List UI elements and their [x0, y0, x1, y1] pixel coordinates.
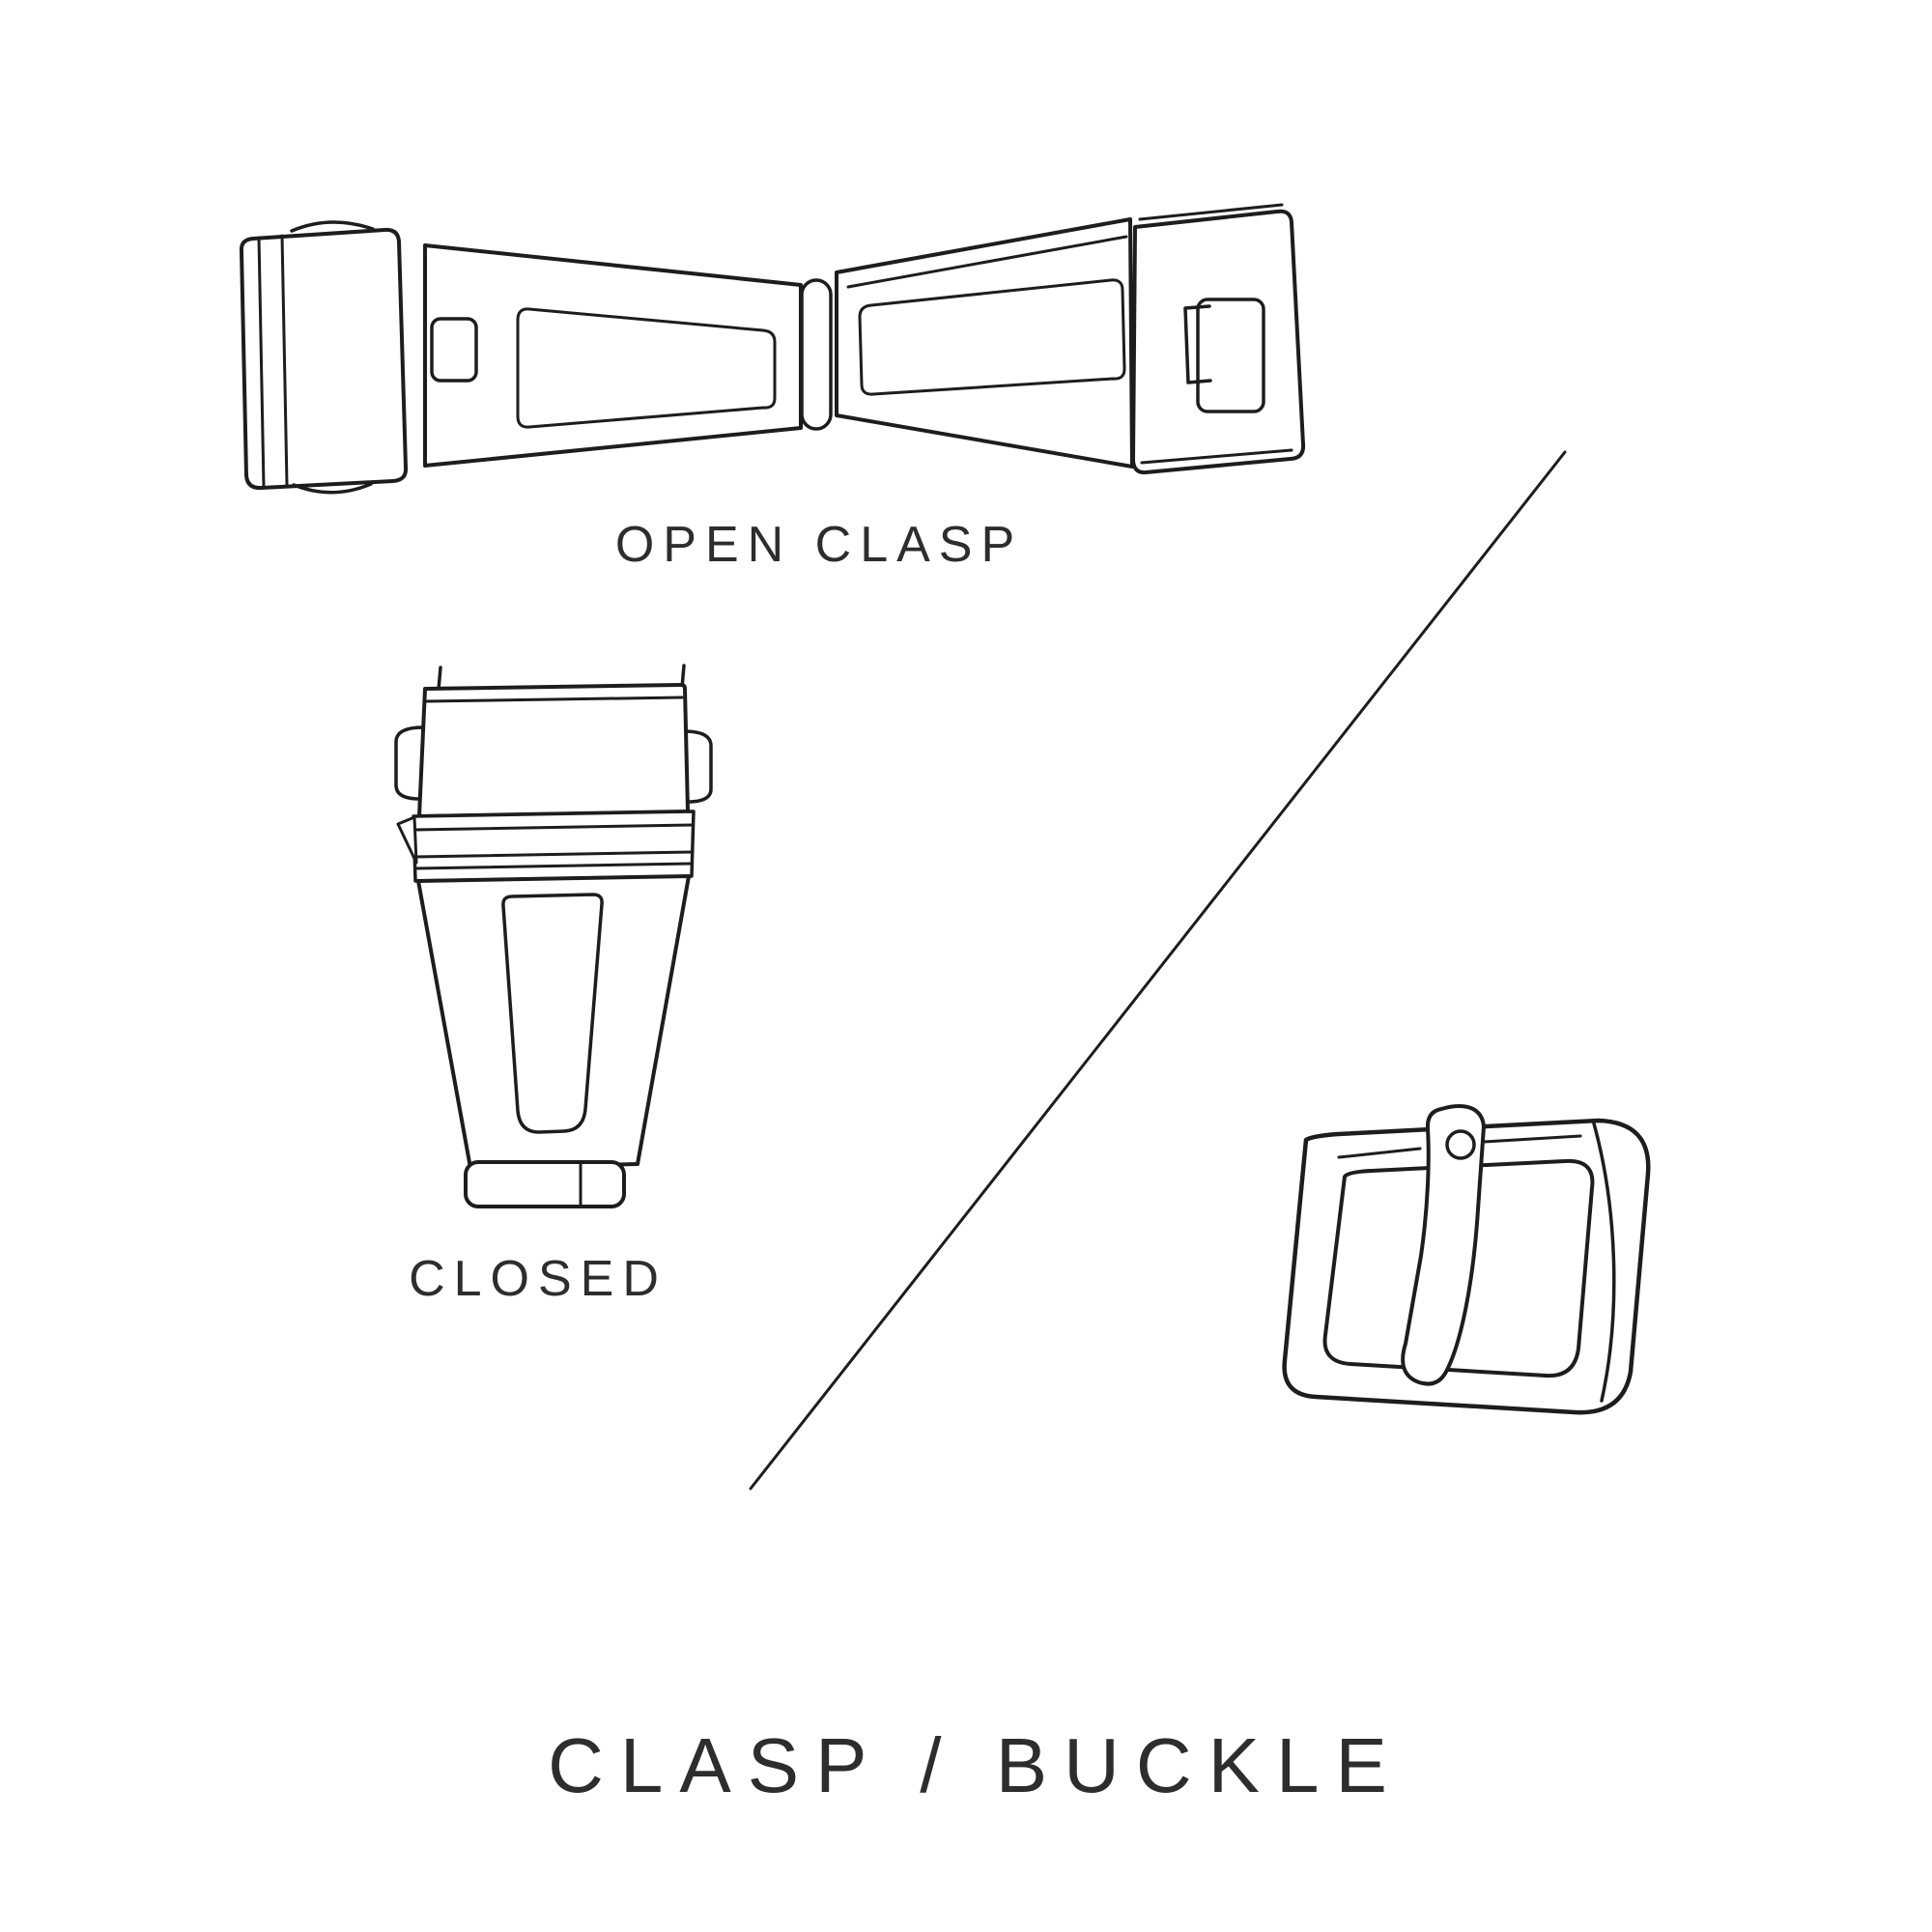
buckle-spring-bar-right	[1482, 1134, 1582, 1144]
open-clasp-left-link-fold-line2	[280, 234, 289, 487]
closed-clasp-band-line-3	[413, 862, 694, 870]
buckle-illustration	[1282, 1104, 1651, 1415]
open-clasp-left-blade	[423, 243, 803, 468]
open-clasp-latch-notch	[430, 317, 478, 383]
closed-clasp-left-fold	[396, 815, 418, 865]
open-clasp-right-blade	[835, 217, 1134, 469]
open-clasp-right-blade-flap-line	[846, 235, 1128, 289]
closed-clasp-left-ear	[394, 725, 425, 801]
open-clasp-right-plate-top-step	[1138, 203, 1284, 221]
buckle-tang	[1401, 1104, 1486, 1386]
open-clasp-center-hinge	[800, 278, 833, 431]
closed-clasp-end-bar	[464, 1160, 626, 1208]
closed-clasp-left-prong	[437, 666, 442, 692]
closed-clasp-top-cover	[417, 683, 690, 818]
closed-clasp-top-cover-seam	[424, 696, 684, 703]
open-clasp-left-link-bottom-tab	[292, 482, 373, 495]
open-clasp-left-link-top-tab	[290, 220, 375, 233]
open-clasp-right-plate-slot	[1196, 298, 1265, 413]
open-clasp-illustration	[239, 203, 1306, 495]
open-clasp-right-plate-bottom-step	[1140, 448, 1293, 465]
closed-clasp-band-section	[412, 810, 696, 883]
open-clasp-left-blade-inner-outline	[516, 307, 777, 429]
divider-line	[749, 450, 1567, 1491]
buckle-tang-loop	[1445, 1129, 1476, 1160]
closed-label: CLOSED	[409, 1251, 668, 1307]
buckle-spring-bar-left	[1337, 1147, 1422, 1159]
closed-clasp-tapered-body	[416, 874, 691, 1170]
buckle-roll-contour	[1592, 1122, 1616, 1403]
open-clasp-right-plate-hook	[1183, 304, 1212, 384]
closed-clasp-band-line-1	[412, 823, 695, 832]
closed-clasp-illustration	[394, 664, 713, 1208]
closed-clasp-right-ear	[682, 729, 713, 804]
closed-clasp-inner-cutout	[501, 893, 604, 1134]
closed-clasp-band-line-2	[413, 850, 694, 859]
open-clasp-left-link	[239, 227, 409, 491]
open-clasp-right-blade-inner-outline	[858, 278, 1126, 396]
open-clasp-left-link-fold-line	[257, 236, 266, 489]
page-title: CLASP / BUCKLE	[548, 1722, 1404, 1808]
open-clasp-label: OPEN CLASP	[614, 517, 1024, 573]
